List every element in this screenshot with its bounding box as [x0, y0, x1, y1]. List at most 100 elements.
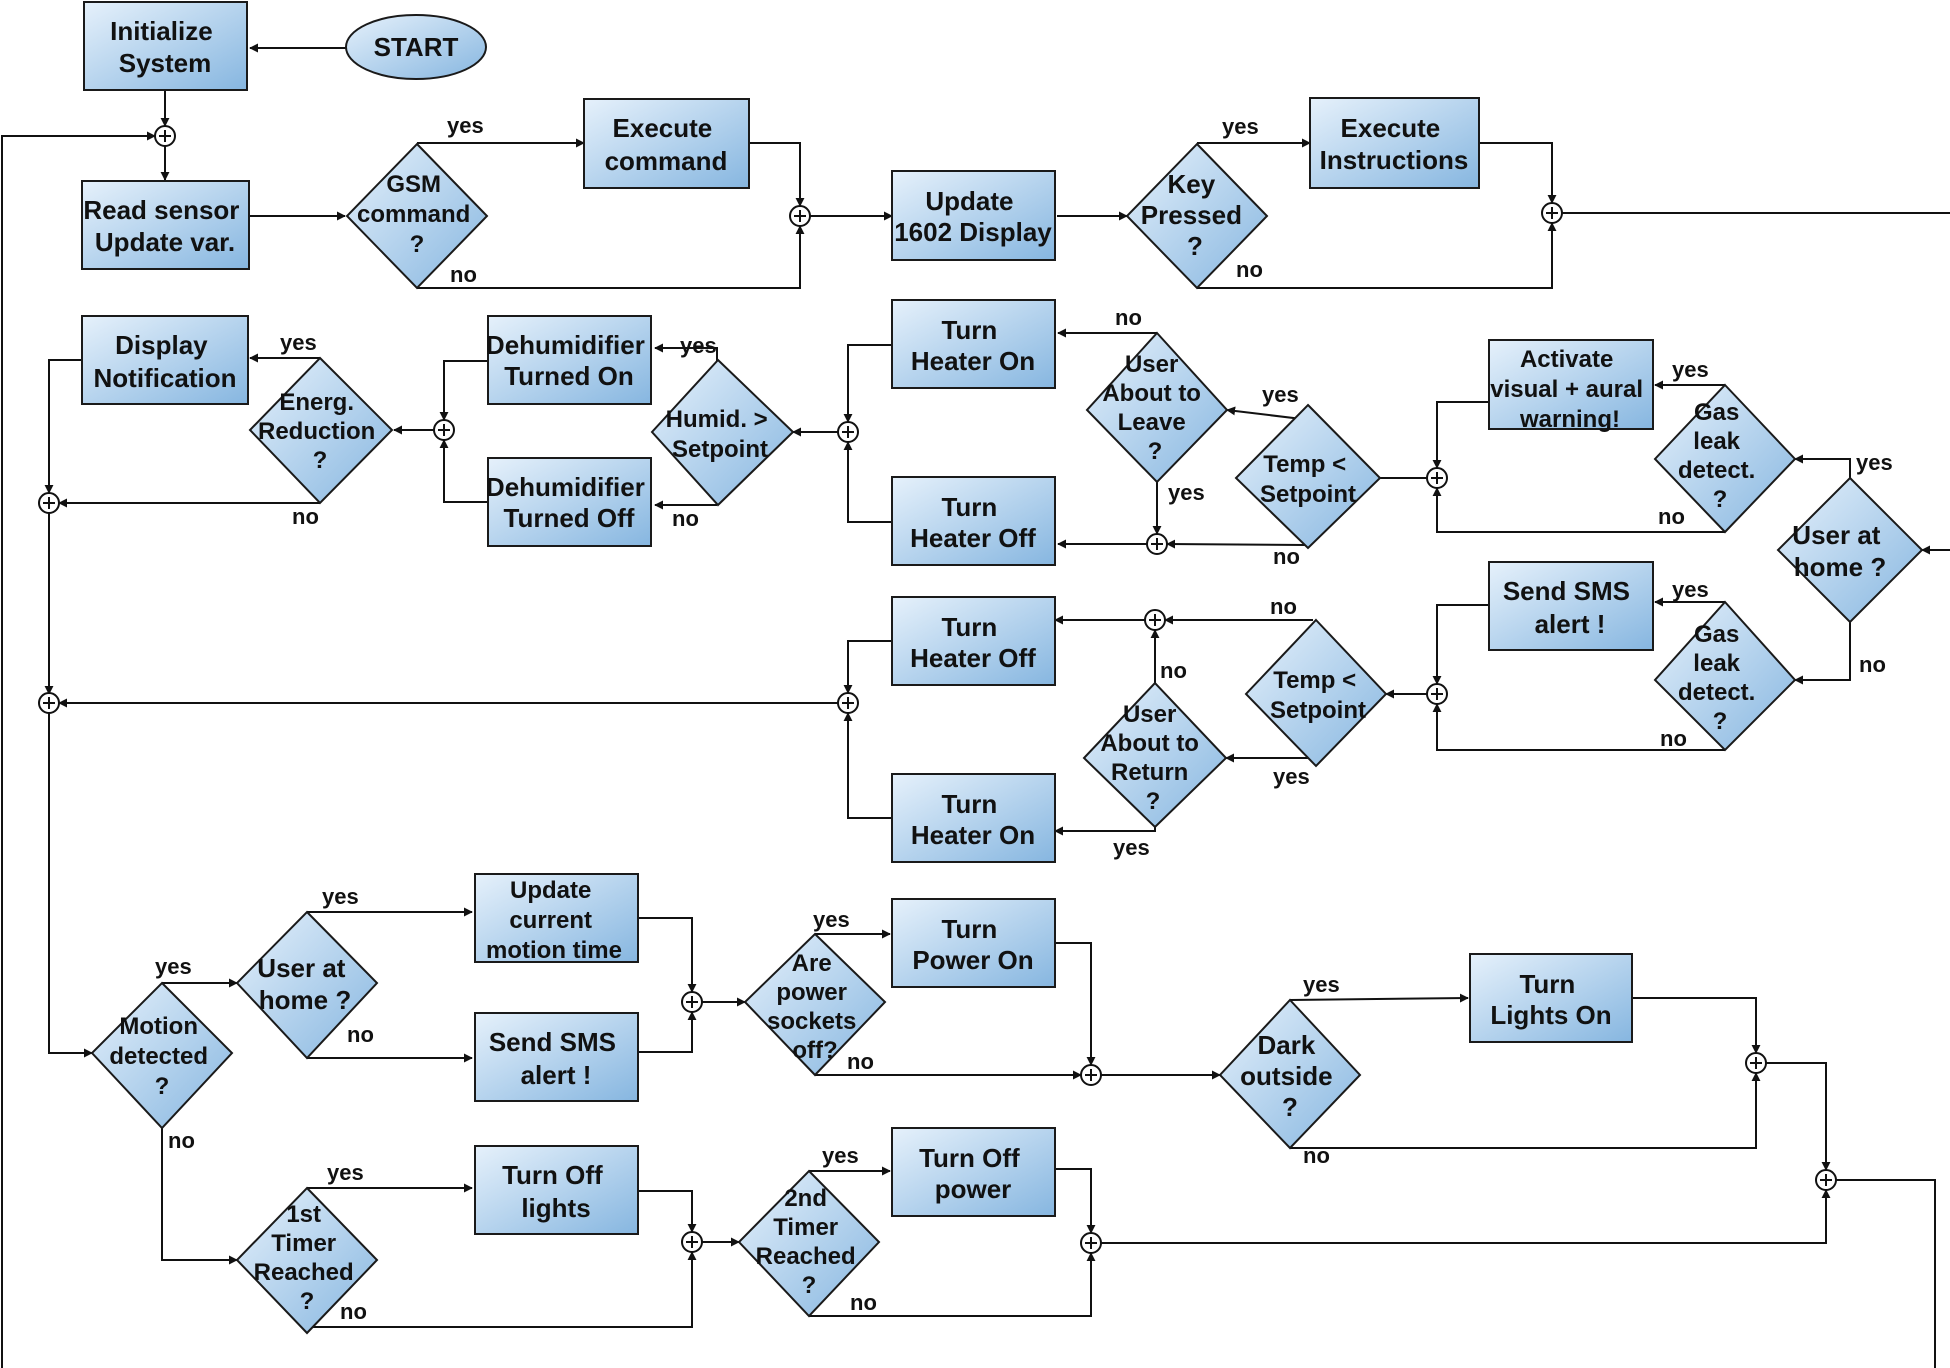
connector	[439, 360, 488, 421]
connector	[1055, 1168, 1096, 1234]
node-text: Dark	[1257, 1030, 1315, 1060]
node-text: About to	[1102, 380, 1201, 407]
svg-text:Key Pressed ?: Key Pressed ?	[1141, 169, 1249, 261]
junction	[789, 205, 811, 227]
node-text: alert !	[521, 1060, 592, 1090]
svg-text:Turn Heater Off: Turn Heater Off	[910, 492, 1036, 553]
node-text: visual + aural	[1490, 376, 1643, 403]
node-text: warning!	[1519, 406, 1620, 433]
svg-text:Read sensor Update var: Read sensor Update var.	[83, 195, 246, 257]
display-notification-box: Display Notification	[81, 315, 249, 405]
gas-leak-decision-1: Gas leak detect. ?	[1653, 383, 1797, 534]
node-text: Reduction	[258, 418, 375, 445]
node-text: home ?	[1794, 552, 1886, 582]
junction	[837, 692, 859, 714]
node-text: Setpoint	[1270, 697, 1366, 724]
node-text: Update	[925, 186, 1013, 216]
node-text: Temp <	[1263, 451, 1346, 478]
user-about-to-return-decision: User About to Return ?	[1082, 681, 1228, 829]
svg-text:Send SMS alert !: Send SMS alert !	[1503, 576, 1637, 639]
junction	[1426, 683, 1448, 705]
key-pressed-decision: Key Pressed ?	[1125, 142, 1269, 290]
temp-setpoint-decision-1: Temp < Setpoint	[1234, 403, 1382, 550]
connector	[843, 640, 892, 694]
node-text: Heater On	[911, 346, 1035, 376]
humidity-setpoint-decision: Humid. > Setpoint	[650, 358, 795, 507]
temp-setpoint-decision-2: Temp < Setpoint	[1244, 618, 1388, 768]
node-text: Read sensor	[83, 195, 239, 225]
execute-command-box: Execute command	[583, 98, 750, 189]
edge-label-no: no	[347, 1022, 374, 1047]
turn-off-lights-box: Turn Off lights	[474, 1145, 639, 1235]
initialize-system-box: Initialize System	[83, 1, 248, 91]
svg-text:Send SMS alert !: Send SMS alert !	[489, 1027, 623, 1090]
edge-label-yes: yes	[1262, 382, 1299, 407]
node-text: Turn	[941, 914, 997, 944]
nodes: START Initialize System Read sensor Upda…	[81, 1, 1924, 1335]
junction	[1080, 1064, 1102, 1086]
node-text: ?	[313, 447, 328, 474]
node-text: Heater Off	[910, 523, 1036, 553]
node-text: command	[357, 201, 470, 228]
node-text: Send SMS	[489, 1027, 616, 1057]
node-text: Turned Off	[504, 503, 635, 533]
connector	[1197, 222, 1557, 289]
connector	[843, 441, 892, 523]
connector	[1836, 1179, 1936, 1368]
connector	[1432, 604, 1489, 685]
svg-text:Activate visual + aura: Activate visual + aural warning!	[1490, 346, 1649, 433]
connector	[161, 1128, 238, 1265]
node-text: Reached	[254, 1259, 354, 1286]
edge-label-no: no	[292, 504, 319, 529]
connector	[1794, 454, 1851, 478]
node-text: leak	[1693, 650, 1740, 677]
node-text: 1st	[286, 1201, 321, 1228]
svg-text:Turn Off lights: Turn Off lights	[502, 1160, 610, 1223]
junction	[1426, 467, 1448, 489]
svg-text:User at home ?: User at home ?	[1792, 520, 1887, 582]
svg-text:Execute Instructions: Execute Instructions	[1320, 113, 1469, 175]
node-text: Energ.	[279, 389, 354, 416]
svg-text:Update 1602 Display: Update 1602 Display	[894, 186, 1052, 247]
edge-label-yes: yes	[1222, 114, 1259, 139]
connector	[1, 131, 156, 1368]
node-text: Heater On	[911, 820, 1035, 850]
connector	[1290, 1072, 1761, 1149]
edge-label-yes: yes	[280, 330, 317, 355]
connector	[44, 359, 82, 494]
edge-label-no: no	[672, 506, 699, 531]
node-text: detect.	[1678, 679, 1755, 706]
second-timer-decision: 2nd Timer Reached ?	[737, 1169, 881, 1318]
update-motion-time-box: Update current motion time	[474, 873, 639, 964]
node-text: Turn Off	[919, 1143, 1020, 1173]
send-sms-box-1: Send SMS alert !	[1488, 561, 1654, 651]
node-text: Turn	[941, 612, 997, 642]
connector	[638, 917, 697, 993]
connector	[307, 1251, 697, 1328]
node-text: ?	[1713, 486, 1728, 513]
edge-label-yes: yes	[1856, 450, 1893, 475]
connector	[1054, 826, 1156, 836]
node-text: leak	[1693, 428, 1740, 455]
edge-label-yes: yes	[155, 954, 192, 979]
power-sockets-off-decision: Are power sockets off?	[743, 932, 887, 1077]
turn-off-power-box: Turn Off power	[891, 1127, 1056, 1217]
node-text: alert !	[1535, 609, 1606, 639]
edge-label-yes: yes	[822, 1143, 859, 1168]
svg-text:START: START	[374, 32, 459, 62]
update-display-box: Update 1602 Display	[891, 170, 1056, 261]
connector	[843, 712, 892, 819]
edge-label-no: no	[1658, 504, 1685, 529]
svg-text:Display Notification: Display Notification	[94, 330, 237, 393]
connector	[1289, 993, 1469, 1003]
svg-text:Turn Lights On: Turn Lights On	[1490, 969, 1611, 1030]
connector	[1479, 142, 1557, 204]
dehumidifier-off-box: Dehumidifier Turned Off	[486, 457, 652, 547]
junction	[1815, 1169, 1837, 1191]
edge-label-no: no	[450, 262, 477, 287]
node-text: Heater Off	[910, 643, 1036, 673]
node-text: Turn	[941, 789, 997, 819]
user-at-home-decision-2: User at home ?	[235, 910, 379, 1060]
edge-label-yes: yes	[1168, 480, 1205, 505]
